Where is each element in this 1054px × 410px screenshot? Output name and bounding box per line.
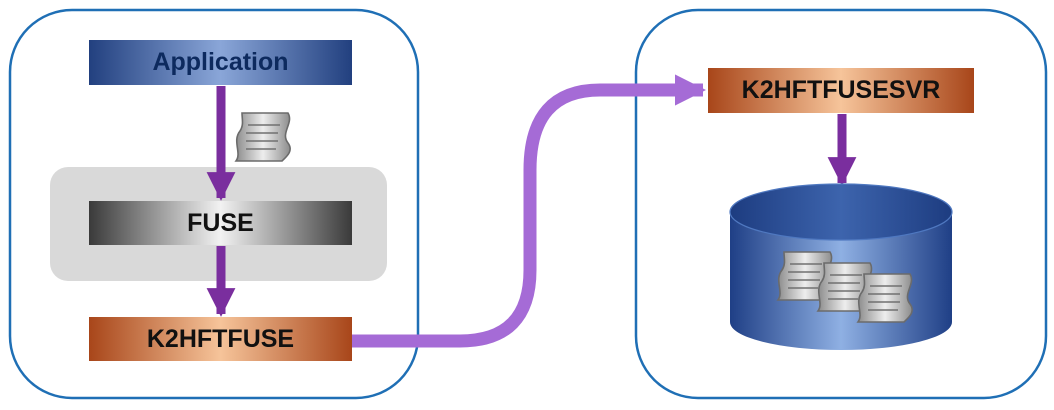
database-icon bbox=[729, 183, 953, 350]
k2hftfuse-box bbox=[89, 317, 352, 361]
k2hftfusesvr-box bbox=[708, 68, 974, 113]
document-icon bbox=[235, 112, 291, 162]
network-transfer-arrow bbox=[352, 74, 707, 348]
application-box bbox=[89, 40, 352, 85]
fuse-box bbox=[89, 201, 352, 245]
